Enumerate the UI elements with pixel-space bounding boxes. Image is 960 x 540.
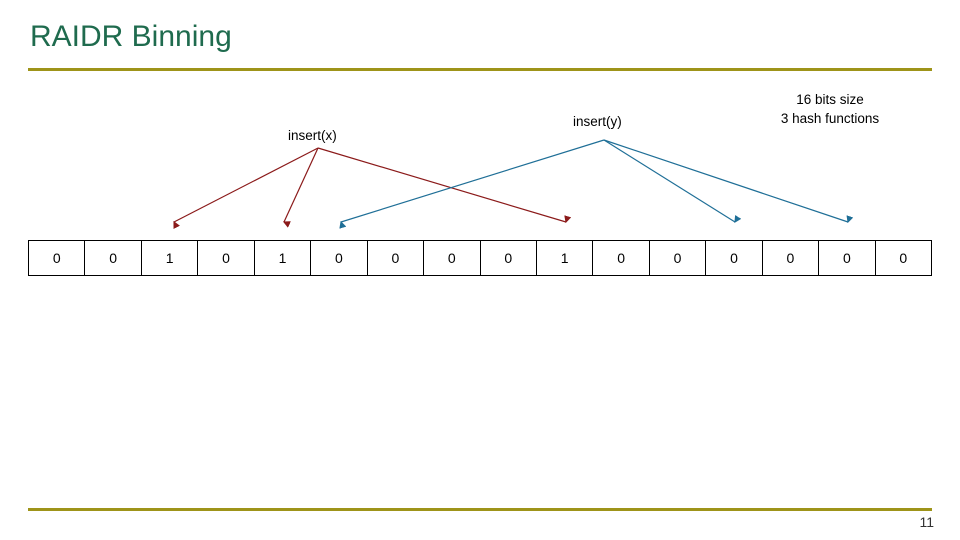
bit-cell-6: 0 [368, 241, 425, 275]
bit-cell-7: 0 [424, 241, 481, 275]
bit-cell-9: 1 [537, 241, 594, 275]
page-title: RAIDR Binning [30, 20, 232, 53]
bit-cell-10: 0 [593, 241, 650, 275]
insert-y-label: insert(y) [573, 114, 622, 129]
insert-y-arrow-2 [603, 139, 742, 224]
insert-y-arrow-3 [603, 139, 854, 224]
page-number: 11 [919, 514, 934, 530]
bit-cell-3: 0 [198, 241, 255, 275]
footer-divider [28, 508, 932, 511]
bit-cell-1: 0 [85, 241, 142, 275]
insert-x-arrow-2 [282, 147, 319, 228]
insert-x-arrow-3 [317, 147, 572, 224]
note-line-2: 3 hash functions [780, 111, 880, 126]
bit-cell-14: 0 [819, 241, 876, 275]
insert-x-arrow-1 [173, 147, 319, 229]
bit-cell-2: 1 [142, 241, 199, 275]
bit-cell-12: 0 [706, 241, 763, 275]
bit-cell-5: 0 [311, 241, 368, 275]
bloom-filter-note: 16 bits size 3 hash functions [730, 90, 930, 128]
insert-y-arrow-group [339, 139, 854, 229]
bit-cell-15: 0 [899, 250, 908, 266]
note-line-1: 16 bits size [796, 92, 864, 107]
insert-x-label: insert(x) [288, 128, 337, 143]
insert-x-arrow-group [173, 147, 572, 229]
insert-y-arrow-1 [339, 139, 605, 229]
bit-cell-4: 1 [255, 241, 312, 275]
bit-cell-11: 0 [650, 241, 707, 275]
bit-cell-8: 0 [481, 241, 537, 275]
title-divider [28, 68, 932, 71]
bit-cell-0: 0 [29, 241, 86, 275]
bit-cell-13: 0 [763, 241, 820, 275]
